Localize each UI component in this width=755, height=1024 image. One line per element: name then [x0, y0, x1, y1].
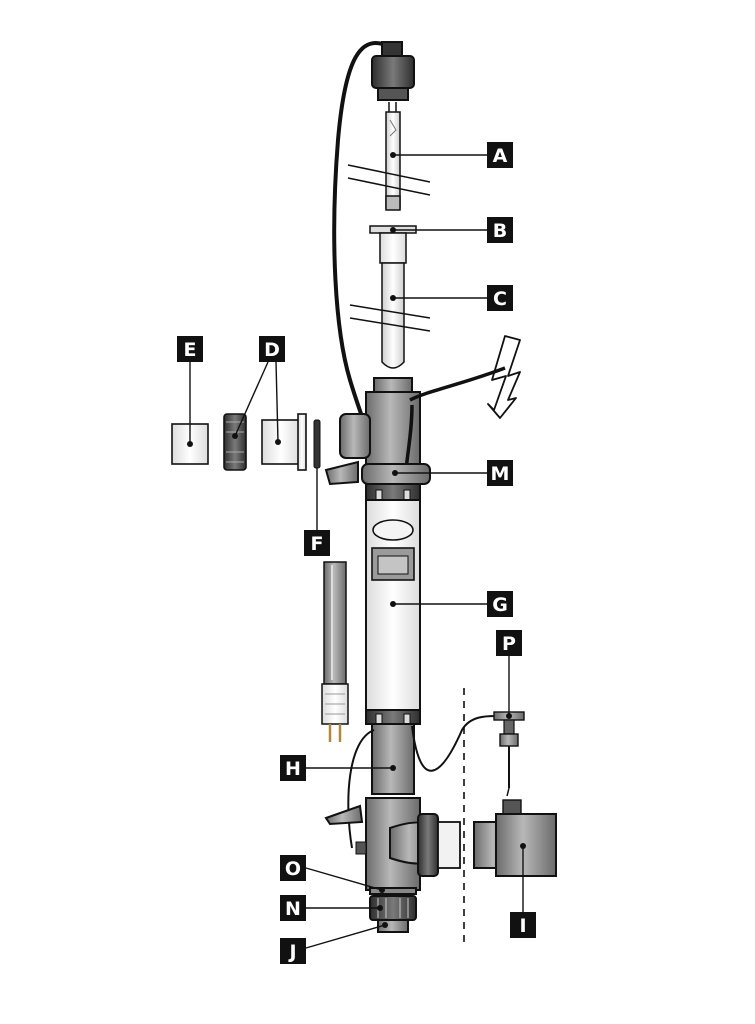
lower-tube [347, 715, 497, 849]
label-b: B [487, 217, 513, 243]
label-p-text: P [502, 633, 516, 655]
label-n-text: N [285, 898, 301, 920]
label-o: O [280, 855, 306, 881]
o-ring-f [313, 419, 321, 469]
label-i-text: I [519, 915, 526, 937]
flow-cell [473, 799, 557, 877]
label-m: M [487, 460, 513, 486]
label-m-text: M [491, 463, 510, 485]
lamp-cap-connector [371, 41, 415, 101]
spare-uv-lamp [321, 561, 349, 742]
label-h: H [280, 755, 306, 781]
label-f-text: F [311, 533, 324, 555]
bottom-cap-assembly [369, 887, 417, 933]
label-n: N [280, 895, 306, 921]
uv-lamp [347, 102, 431, 211]
mounting-clamp [324, 460, 431, 486]
label-g: G [487, 591, 513, 617]
label-c: C [487, 285, 513, 311]
leader-d-1 [234, 361, 269, 437]
union-nut-d [223, 413, 247, 471]
label-i: I [510, 912, 536, 938]
label-o-text: O [285, 858, 301, 880]
leader-j [305, 924, 386, 949]
bottom-housing [324, 797, 461, 891]
label-c-text: C [493, 288, 507, 310]
label-h-text: H [285, 758, 301, 780]
label-j: J [280, 938, 306, 964]
adapter-d [261, 413, 307, 471]
label-d-text: D [264, 339, 280, 361]
leader-o [305, 867, 383, 891]
label-f: F [304, 530, 330, 556]
label-b-text: B [493, 220, 507, 242]
flow-sensor-probe [493, 711, 525, 797]
label-p: P [496, 630, 522, 656]
lightning-bolt-icon [487, 335, 521, 419]
label-g-text: G [492, 594, 508, 616]
label-j-text: J [287, 941, 296, 963]
quartz-sleeve [349, 232, 431, 369]
label-e-text: E [184, 339, 197, 361]
top-housing [339, 366, 506, 471]
label-d: D [259, 336, 285, 362]
label-a: A [487, 142, 513, 168]
label-e: E [177, 336, 203, 362]
label-a-text: A [493, 145, 508, 167]
controller-body [365, 483, 421, 725]
leader-d-2 [275, 361, 279, 443]
